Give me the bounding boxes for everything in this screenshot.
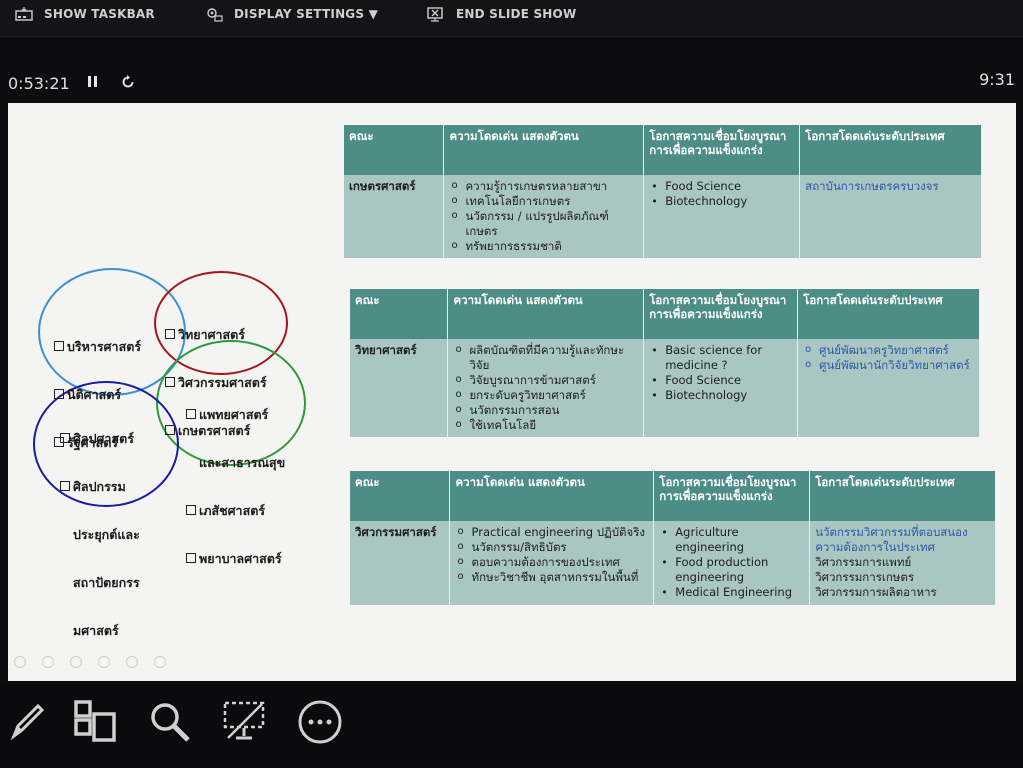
taskbar-icon	[15, 7, 33, 21]
end-show-icon	[427, 7, 443, 22]
venn-navy-text: ศิลปศาสตร์ ศิลปกรรม ประยุกต์และ สถาปัตยก…	[60, 399, 140, 671]
national-item: วิศวกรรมการเกษตร	[815, 570, 915, 584]
zoom-small-icon[interactable]	[126, 656, 138, 668]
list-item: Medical Engineering	[659, 585, 804, 600]
table-agriculture: คณะ ความโดดเด่น แสดงตัวตน โอกาสความเชื่อ…	[344, 125, 982, 258]
links-cell: Food Science Biotechnology	[643, 175, 801, 258]
faculty-cell: วิศวกรรมศาสตร์	[350, 521, 451, 605]
display-settings-label: DISPLAY SETTINGS ▼	[234, 7, 379, 21]
national-item: ศูนย์พัฒนาครูวิทยาศาสตร์	[803, 342, 974, 358]
list-item: นวัตกรรม / แปรรูปผลิตภัณฑ์เกษตร	[449, 208, 638, 239]
screen-toggle-icon[interactable]	[222, 700, 268, 748]
col-header-national: โอกาสโดดเด่นระดับประเทศ	[797, 289, 980, 339]
list-item: ผลิตบัณฑิตที่มีความรู้และทักษะวิจัย	[453, 342, 638, 373]
forward-icon[interactable]	[42, 656, 54, 668]
national-item: วิศวกรรมการผลิตอาหาร	[815, 585, 937, 599]
end-slide-show-label: END SLIDE SHOW	[456, 7, 577, 21]
table-engineering: คณะ ความโดดเด่น แสดงตัวตน โอกาสความเชื่อ…	[350, 471, 996, 605]
faculty-cell: วิทยาศาสตร์	[350, 339, 449, 437]
list-item: ทักษะวิชาชีพ อุตสาหกรรมในพื้นที่	[455, 569, 648, 585]
national-item: ศูนย์พัฒนานักวิจัยวิทยาศาสตร์	[803, 357, 974, 373]
end-slide-show-button[interactable]: END SLIDE SHOW	[426, 4, 576, 24]
pen-small-icon[interactable]	[70, 656, 82, 668]
links-cell: Agriculture engineering Food production …	[653, 521, 811, 605]
strengths-cell: Practical engineering ปฏิบัติจริง นวัตกร…	[449, 521, 655, 605]
list-item: Food Science	[649, 373, 792, 388]
display-settings-button[interactable]: DISPLAY SETTINGS ▼	[204, 4, 378, 24]
list-item: ใช้เทคโนโลยี	[453, 417, 638, 433]
col-header-national: โอกาสโดดเด่นระดับประเทศ	[809, 471, 996, 521]
slide-corner-controls	[14, 656, 166, 668]
list-item: นวัตกรรม/สิทธิบัตร	[455, 539, 648, 555]
pause-icon[interactable]	[86, 74, 100, 94]
pen-icon[interactable]	[6, 700, 48, 746]
slides-grid-icon[interactable]	[74, 700, 118, 748]
list-item: Biotechnology	[649, 388, 792, 403]
clock: 9:31	[979, 70, 1015, 89]
timer-row: 0:53:21 9:31	[0, 66, 1023, 100]
slide-canvas: บริหารศาสตร์ นิติศาสตร์ รัฐศาสตร์ วิทยาศ…	[8, 103, 1016, 681]
grid-small-icon[interactable]	[98, 656, 110, 668]
show-taskbar-button[interactable]: SHOW TASKBAR	[14, 4, 155, 24]
table-science: คณะ ความโดดเด่น แสดงตัวตน โอกาสความเชื่อ…	[350, 289, 980, 437]
national-cell: นวัตกรรมวิศวกรรมที่ตอบสนองความต้องการในป…	[809, 521, 996, 605]
col-header-national: โอกาสโดดเด่นระดับประเทศ	[799, 125, 982, 175]
links-cell: Basic science for medicine ? Food Scienc…	[643, 339, 799, 437]
national-cell: สถาบันการเกษตรครบวงจร	[799, 175, 982, 258]
list-item: Food production engineering	[659, 555, 804, 585]
back-icon[interactable]	[14, 656, 26, 668]
list-item: Agriculture engineering	[659, 525, 804, 555]
venn-green-text: แพทยศาสตร์ และสาธารณสุข เภสัชศาสตร์ พยาบ…	[186, 375, 285, 599]
list-item: วิจัยบูรณาการข้ามศาสตร์	[453, 372, 638, 388]
venn-circle-navy	[33, 381, 179, 507]
national-item: วิศวกรรมการแพทย์	[815, 555, 912, 569]
elapsed-timer: 0:53:21	[8, 74, 70, 93]
more-small-icon[interactable]	[154, 656, 166, 668]
col-header-strengths: ความโดดเด่น แสดงตัวตน	[447, 289, 645, 339]
list-item: Basic science for medicine ?	[649, 343, 792, 373]
list-item: ความรู้การเกษตรหลายสาขา	[449, 178, 638, 194]
list-item: ยกระดับครูวิทยาศาสตร์	[453, 387, 638, 403]
zoom-icon[interactable]	[148, 700, 192, 748]
list-item: Biotechnology	[649, 194, 794, 209]
venn-red-text: วิทยาศาสตร์ วิศวกรรมศาสตร์ เกษตรศาสตร์	[165, 295, 267, 471]
restart-icon[interactable]	[120, 74, 136, 94]
list-item: ตอบความต้องการของประเทศ	[455, 554, 648, 570]
strengths-cell: ความรู้การเกษตรหลายสาขา เทคโนโลยีการเกษต…	[443, 175, 645, 258]
list-item: Practical engineering ปฏิบัติจริง	[455, 524, 648, 540]
national-cell: ศูนย์พัฒนาครูวิทยาศาสตร์ ศูนย์พัฒนานักวิ…	[797, 339, 980, 437]
national-item: นวัตกรรมวิศวกรรมที่ตอบสนองความต้องการในป…	[815, 525, 968, 554]
national-item: สถาบันการเกษตรครบวงจร	[805, 179, 939, 193]
list-item: เทคโนโลยีการเกษตร	[449, 193, 638, 209]
col-header-faculty: คณะ	[344, 125, 445, 175]
col-header-faculty: คณะ	[350, 289, 449, 339]
show-taskbar-label: SHOW TASKBAR	[44, 7, 155, 21]
list-item: นวัตกรรมการสอน	[453, 402, 638, 418]
strengths-cell: ผลิตบัณฑิตที่มีความรู้และทักษะวิจัย วิจั…	[447, 339, 645, 437]
display-settings-icon	[207, 8, 223, 22]
col-header-links: โอกาสความเชื่อมโยงบูรณาการเพื่อความแข็งแ…	[643, 125, 801, 175]
faculty-cell: เกษตรศาสตร์	[344, 175, 445, 258]
more-options-icon[interactable]	[298, 700, 342, 748]
col-header-faculty: คณะ	[350, 471, 451, 521]
venn-blue-text: บริหารศาสตร์ นิติศาสตร์ รัฐศาสตร์	[54, 307, 141, 483]
bottom-toolbar	[0, 684, 1023, 768]
list-item: Food Science	[649, 179, 794, 194]
col-header-links: โอกาสความเชื่อมโยงบูรณาการเพื่อความแข็งแ…	[643, 289, 799, 339]
presenter-toolbar: SHOW TASKBAR DISPLAY SETTINGS ▼ END SLID…	[0, 0, 1023, 37]
col-header-strengths: ความโดดเด่น แสดงตัวตน	[449, 471, 655, 521]
col-header-links: โอกาสความเชื่อมโยงบูรณาการเพื่อความแข็งแ…	[653, 471, 811, 521]
col-header-strengths: ความโดดเด่น แสดงตัวตน	[443, 125, 645, 175]
list-item: ทรัพยากรธรรมชาติ	[449, 238, 638, 254]
